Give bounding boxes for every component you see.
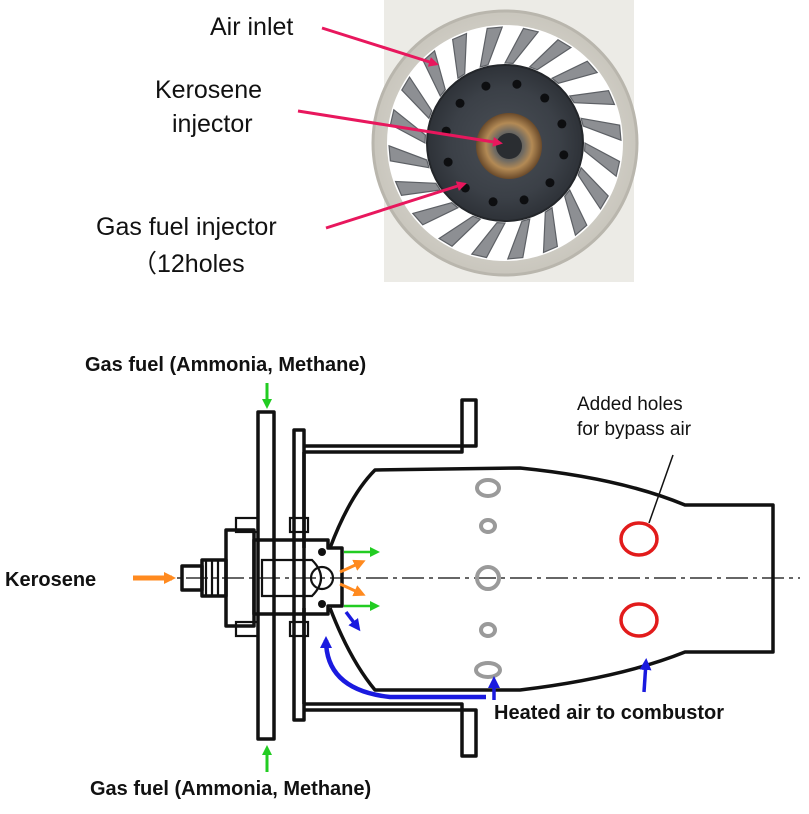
kerosene-fitting-nut (200, 558, 228, 598)
air-flow-arrow-swirler (320, 636, 486, 700)
label-kerosene-injector-1: Kerosene (155, 76, 262, 104)
label-heated-air: Heated air to combustor (494, 702, 724, 724)
air-flow-arrow-inlet (344, 610, 361, 632)
swirler-vane (564, 188, 588, 237)
bypass-hole-leader (648, 454, 674, 524)
gas-port-lower (318, 600, 326, 608)
label-gas-fuel-injector-1: Gas fuel injector (96, 213, 277, 241)
swirler-vane (388, 144, 430, 169)
burner-photo (371, 0, 639, 282)
gas-port-upper (318, 548, 326, 556)
nozzle-orifice (496, 133, 522, 159)
injector-housing-body (252, 538, 344, 616)
gas-fuel-hole (545, 178, 555, 188)
gas-fuel-hole (540, 93, 550, 103)
air-flow-arrow-bypass (639, 658, 652, 693)
gas-fuel-hole (481, 81, 491, 91)
primary-hole-bottom (474, 661, 502, 679)
combustor-liner (328, 466, 775, 692)
swirler-vane (580, 117, 622, 142)
gas-fuel-hole (488, 197, 498, 207)
gas-fuel-hole (443, 157, 453, 167)
gas-fuel-hole (519, 195, 529, 205)
gas-manifold-bar (256, 410, 276, 741)
label-added-holes-1: Added holes (577, 394, 683, 415)
primary-hole-top (475, 478, 501, 498)
label-kerosene: Kerosene (5, 569, 96, 591)
swirler-vane (389, 108, 427, 144)
gas-fuel-hole (455, 98, 465, 108)
swirler-vane (394, 180, 442, 197)
bypass-hole-lower (619, 602, 659, 638)
swirler-vane (550, 60, 599, 84)
pointer-arrow-kerosene-injector (297, 109, 503, 147)
injector-bore (260, 558, 323, 598)
swirler-vane (577, 166, 609, 211)
swirler-vane (401, 75, 433, 120)
swirler-vane (470, 221, 506, 259)
bolt-left-upper (234, 516, 260, 534)
label-gas-fuel-bottom: Gas fuel (Ammonia, Methane) (90, 778, 371, 800)
swirler-vane (528, 39, 573, 71)
bolt-left-lower (234, 620, 260, 638)
pointer-arrow-gas-fuel-injector (325, 181, 467, 230)
swirler-vane (542, 206, 559, 254)
pointer-arrow-air-inlet (321, 26, 439, 67)
casing-bottom (304, 702, 478, 758)
bolt-lower (288, 620, 310, 638)
primary-hole-upper (479, 518, 497, 534)
label-added-holes-2: for bypass air (577, 419, 692, 440)
injector-tip (309, 565, 335, 591)
primary-hole-lower (479, 622, 497, 638)
casing-top (304, 398, 478, 454)
label-air-inlet: Air inlet (210, 13, 293, 41)
swirler-vanes (388, 26, 622, 260)
swirler-vane (411, 202, 460, 226)
label-gas-fuel-injector-2: （12holes (132, 250, 245, 278)
label-kerosene-injector-2: injector (172, 110, 253, 138)
swirler-vane (479, 26, 504, 68)
bolt-upper (288, 516, 310, 534)
bypass-hole-upper (619, 521, 659, 557)
gas-fuel-hole (512, 79, 522, 89)
primary-hole-center (475, 565, 501, 591)
kerosene-spray-arrow-upper (339, 559, 366, 574)
swirler-vane (451, 32, 468, 80)
swirler-vane (568, 89, 616, 106)
label-gas-fuel-top: Gas fuel (Ammonia, Methane) (85, 354, 366, 376)
swirler-vane (504, 27, 540, 65)
gas-fuel-hole (559, 150, 569, 160)
flange-plate (292, 428, 306, 722)
swirler-vane (506, 218, 531, 260)
swirler-vane (583, 142, 621, 178)
gas-fuel-hole (557, 119, 567, 129)
combustor-cross-section (150, 398, 800, 758)
kerosene-spray-arrow-lower (339, 582, 366, 597)
swirler-vane (437, 215, 482, 247)
